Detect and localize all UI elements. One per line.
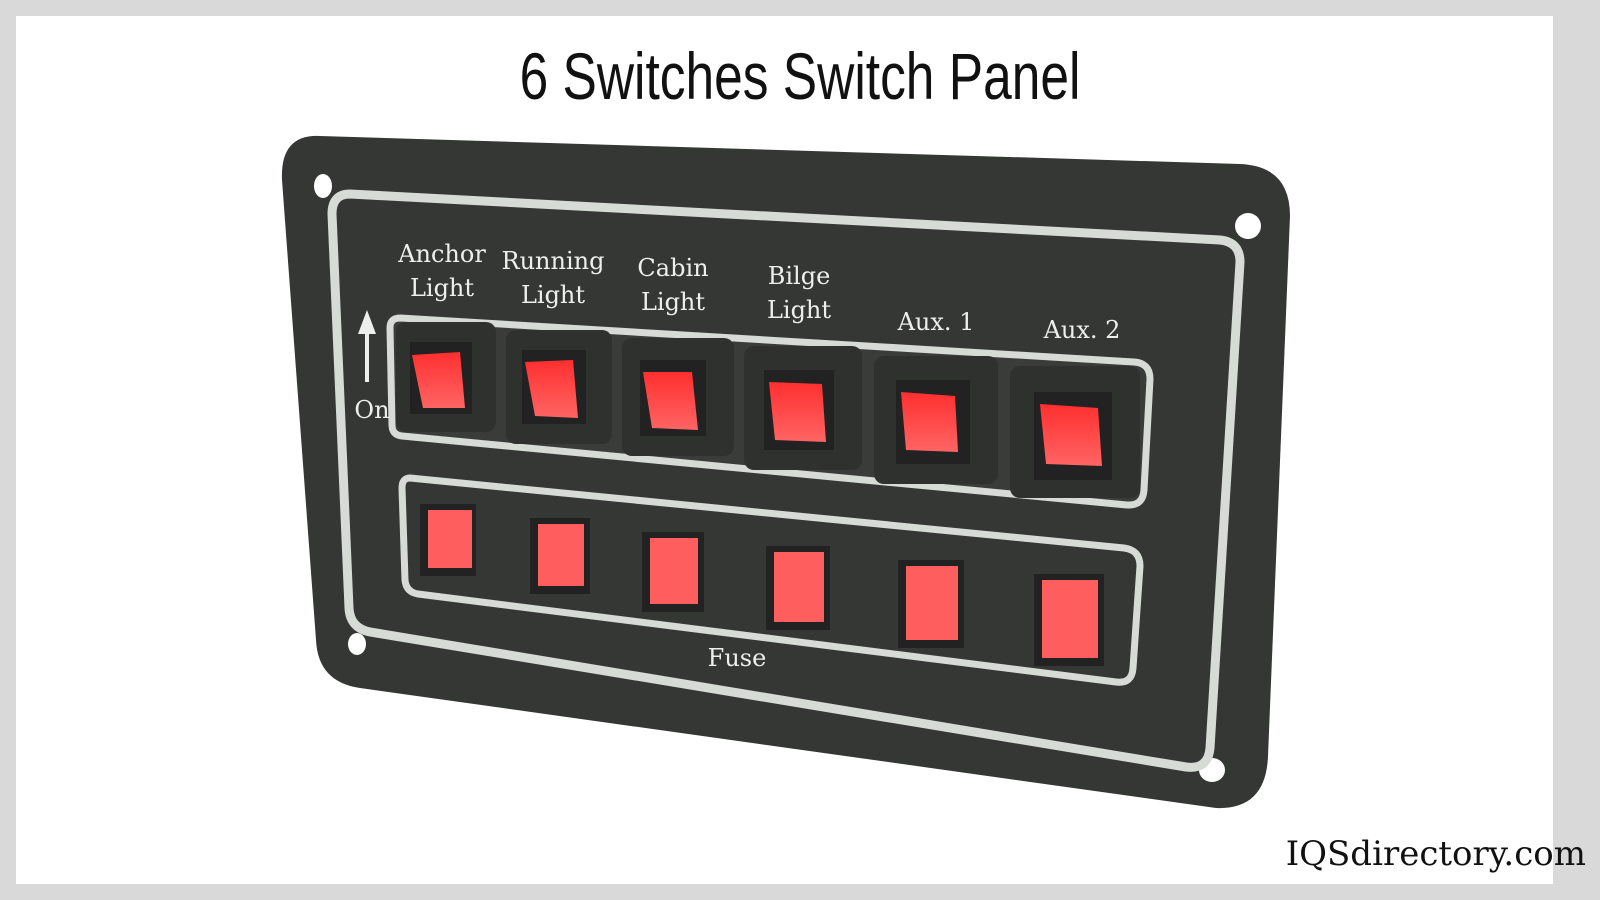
switch-label-4-bottom: Light [767,296,831,324]
rocker-switch-5[interactable] [874,356,998,484]
switch-label-2-bottom: Light [521,281,585,309]
panel-trim [327,189,1245,772]
mounting-hole [1235,213,1261,239]
page-title: 6 Switches Switch Panel [519,39,1081,113]
switch-label-2-top: Running [502,247,605,275]
fuse-5 [898,560,964,648]
watermark: IQSdirectory.com [1285,834,1586,874]
fuse-2 [530,518,590,594]
mounting-hole [348,633,366,655]
mounting-hole [314,174,332,198]
rocker-switch-4[interactable] [744,346,862,470]
switch-label-5: Aux. 1 [897,308,975,336]
rocker-switch-3[interactable] [622,338,734,456]
fuse-6 [1034,574,1104,666]
arrow-up-icon [358,310,376,382]
switch-label-4-top: Bilge [768,262,831,290]
fuse-1 [420,504,476,576]
on-label: On [354,396,389,424]
fuse-label: Fuse [708,644,767,672]
switch-label-3-top: Cabin [637,254,708,282]
switch-label-3-bottom: Light [641,288,705,316]
switch-label-6: Aux. 2 [1043,316,1121,344]
switch-label-1-bottom: Light [410,274,474,302]
rocker-switch-2[interactable] [506,330,612,444]
fuse-3 [642,532,704,612]
rocker-switch-6[interactable] [1010,366,1140,498]
fuse-4 [766,546,830,630]
switch-label-1-top: Anchor [397,240,486,268]
rocker-switch-1[interactable] [396,322,496,432]
